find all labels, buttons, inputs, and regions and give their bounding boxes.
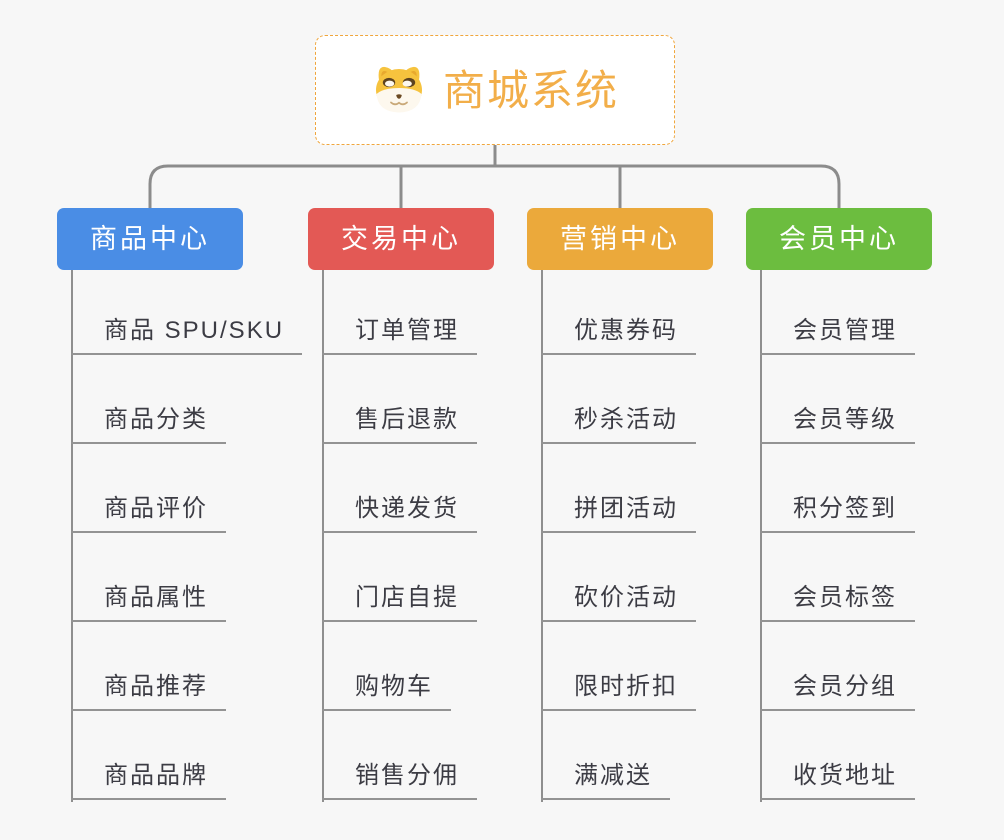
root-title: 商城系统 bbox=[442, 67, 619, 114]
topic-item[interactable]: 满减送 bbox=[541, 763, 670, 800]
topic-item[interactable]: 收货地址 bbox=[760, 763, 915, 800]
topic-item[interactable]: 门店自提 bbox=[322, 585, 477, 622]
topic-item[interactable]: 会员标签 bbox=[760, 585, 915, 622]
topic-item[interactable]: 订单管理 bbox=[322, 318, 477, 355]
shiba-dog-icon bbox=[375, 66, 422, 113]
topic-item[interactable]: 拼团活动 bbox=[541, 496, 696, 533]
branch-label-member-center: 会员中心 bbox=[779, 223, 899, 254]
topic-item[interactable]: 商品品牌 bbox=[71, 763, 226, 800]
branch-box-member-center[interactable]: 会员中心 bbox=[746, 208, 932, 270]
topic-item[interactable]: 商品推荐 bbox=[71, 674, 226, 711]
topic-item[interactable]: 销售分佣 bbox=[322, 763, 477, 800]
topic-item[interactable]: 砍价活动 bbox=[541, 585, 696, 622]
branch-label-marketing-center: 营销中心 bbox=[560, 223, 680, 254]
topic-item[interactable]: 会员管理 bbox=[760, 318, 915, 355]
trunk-line-member-center bbox=[760, 270, 762, 802]
trunk-line-trade-center bbox=[322, 270, 324, 802]
topic-item[interactable]: 秒杀活动 bbox=[541, 407, 696, 444]
topic-item[interactable]: 优惠券码 bbox=[541, 318, 696, 355]
topic-item[interactable]: 限时折扣 bbox=[541, 674, 696, 711]
topic-item[interactable]: 商品分类 bbox=[71, 407, 226, 444]
branch-box-marketing-center[interactable]: 营销中心 bbox=[527, 208, 713, 270]
topic-item[interactable]: 商品评价 bbox=[71, 496, 226, 533]
topic-item[interactable]: 会员等级 bbox=[760, 407, 915, 444]
topic-item[interactable]: 会员分组 bbox=[760, 674, 915, 711]
topic-item[interactable]: 商品属性 bbox=[71, 585, 226, 622]
trunk-line-product-center bbox=[71, 270, 73, 802]
bus-line bbox=[148, 164, 841, 208]
topic-item[interactable]: 积分签到 bbox=[760, 496, 915, 533]
topic-item[interactable]: 售后退款 bbox=[322, 407, 477, 444]
topic-item[interactable]: 商品 SPU/SKU bbox=[71, 318, 303, 355]
topic-item[interactable]: 快递发货 bbox=[322, 496, 477, 533]
branch-box-product-center[interactable]: 商品中心 bbox=[57, 208, 243, 270]
root-node[interactable]: 商城系统 bbox=[315, 35, 675, 145]
trunk-line-marketing-center bbox=[541, 270, 543, 802]
branch-box-trade-center[interactable]: 交易中心 bbox=[308, 208, 494, 270]
topic-item[interactable]: 购物车 bbox=[322, 674, 451, 711]
branch-label-trade-center: 交易中心 bbox=[341, 223, 461, 254]
branch-label-product-center: 商品中心 bbox=[90, 223, 210, 254]
